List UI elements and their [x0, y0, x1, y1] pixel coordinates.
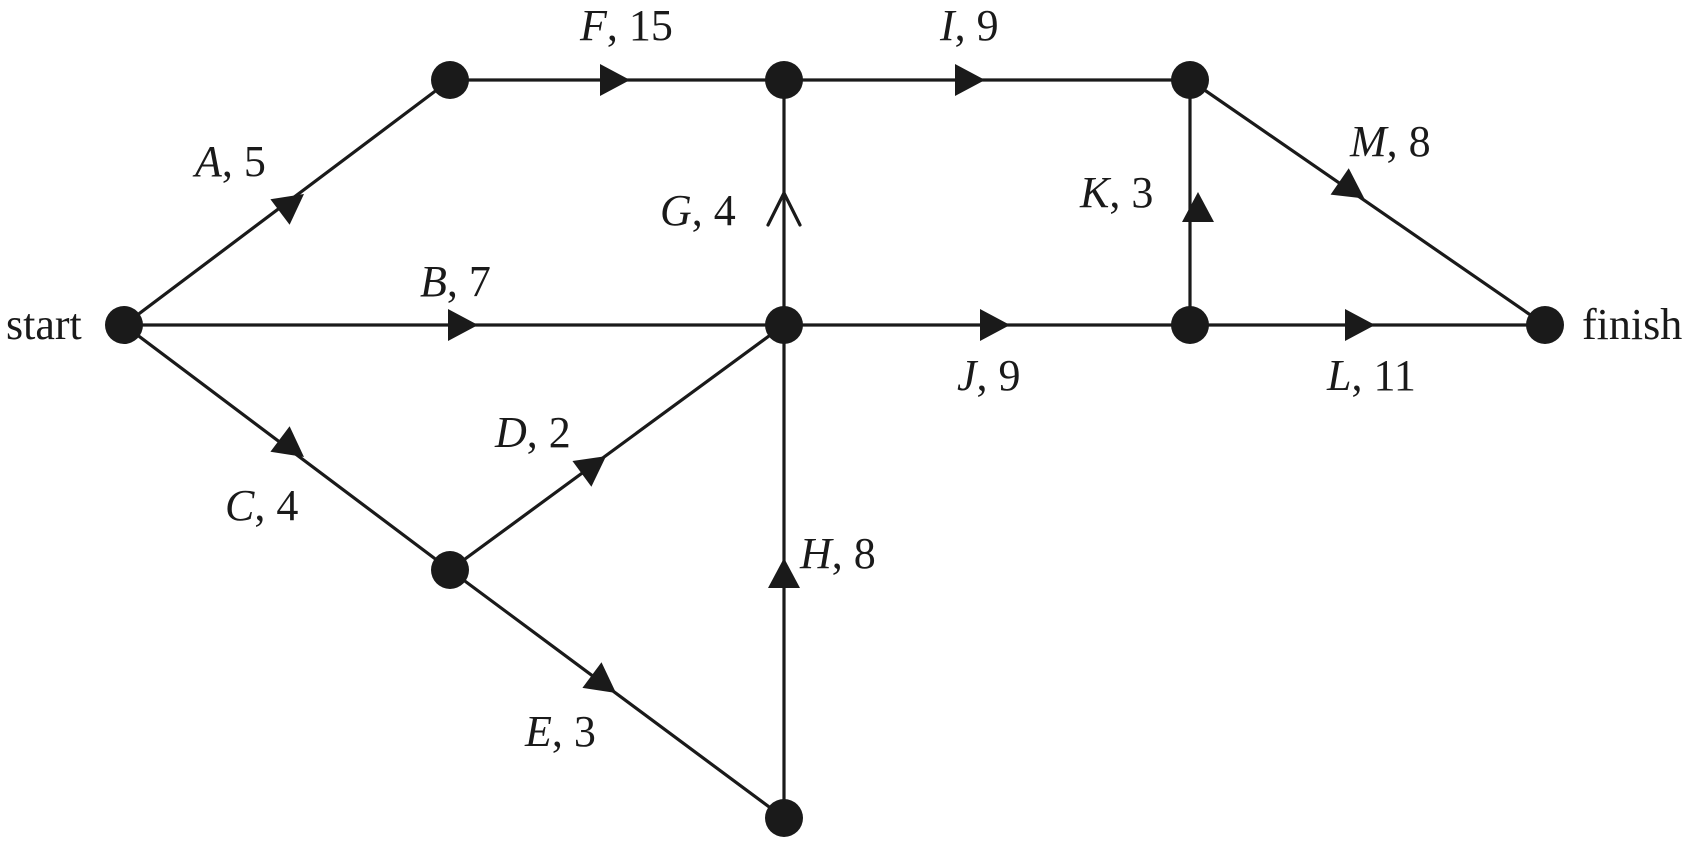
edge-E	[448, 568, 786, 820]
arrow-B	[448, 309, 478, 341]
node-1	[431, 61, 469, 99]
node-4	[765, 306, 803, 344]
label-K: K, 3	[1079, 168, 1153, 217]
arrow-J	[980, 309, 1010, 341]
node-6	[431, 551, 469, 589]
node-5	[1171, 306, 1209, 344]
arrow-C	[270, 426, 304, 458]
finish-label: finish	[1582, 300, 1682, 349]
node-2	[765, 61, 803, 99]
node-7	[765, 799, 803, 837]
node-start	[105, 306, 143, 344]
edge-M	[1188, 78, 1547, 327]
arrow-G	[766, 189, 802, 227]
label-J: J, 9	[957, 351, 1021, 400]
label-F: F, 15	[579, 1, 673, 50]
label-C: C, 4	[225, 481, 298, 530]
arrow-L	[1345, 309, 1375, 341]
arrow-D	[572, 456, 607, 487]
label-E: E, 3	[524, 707, 596, 756]
label-D: D, 2	[494, 408, 571, 457]
arrow-I	[955, 64, 985, 96]
label-I: I, 9	[939, 1, 999, 50]
arrow-F	[600, 64, 630, 96]
start-label: start	[6, 300, 82, 349]
label-B: B, 7	[420, 257, 491, 306]
arrow-E	[582, 662, 617, 693]
arrow-A	[270, 193, 304, 225]
arrow-H	[768, 558, 800, 588]
edge-D	[448, 323, 786, 572]
node-3	[1171, 61, 1209, 99]
arrow-K	[1182, 192, 1214, 222]
label-L: L, 11	[1326, 351, 1416, 400]
label-H: H, 8	[799, 529, 876, 578]
node-finish	[1526, 306, 1564, 344]
label-G: G, 4	[660, 186, 736, 235]
label-M: M, 8	[1349, 117, 1431, 166]
arrow-M	[1330, 168, 1365, 199]
label-A: A, 5	[192, 137, 266, 186]
